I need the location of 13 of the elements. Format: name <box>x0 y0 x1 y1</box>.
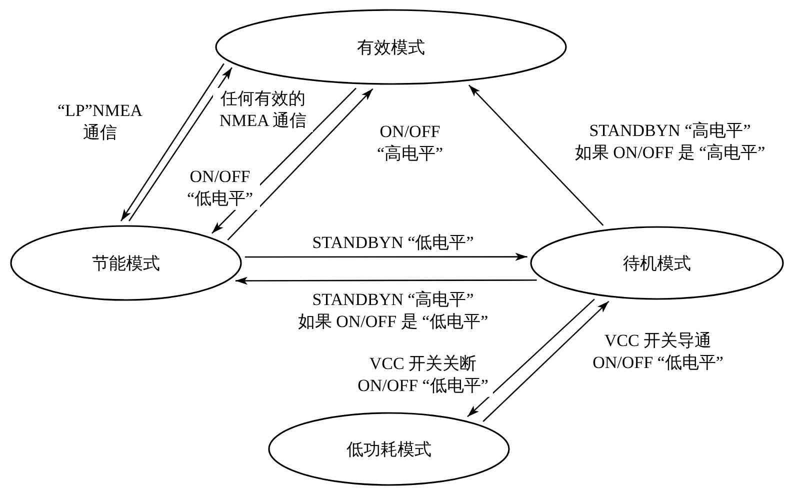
state-ellipse: 节能模式 <box>10 225 242 301</box>
arrow <box>468 84 604 226</box>
arrow <box>467 298 595 418</box>
arrow <box>227 88 374 241</box>
state-ellipse: 低功耗模式 <box>268 412 510 486</box>
arrow <box>244 252 528 261</box>
arrow <box>120 63 224 222</box>
state-ellipse: 有效模式 <box>215 9 567 85</box>
arrow <box>236 276 537 285</box>
edge-label: 任何有效的 NMEA 通信 <box>213 88 313 132</box>
arrow <box>128 67 232 222</box>
state-ellipse: 待机模式 <box>530 226 784 300</box>
arrow <box>482 300 610 422</box>
